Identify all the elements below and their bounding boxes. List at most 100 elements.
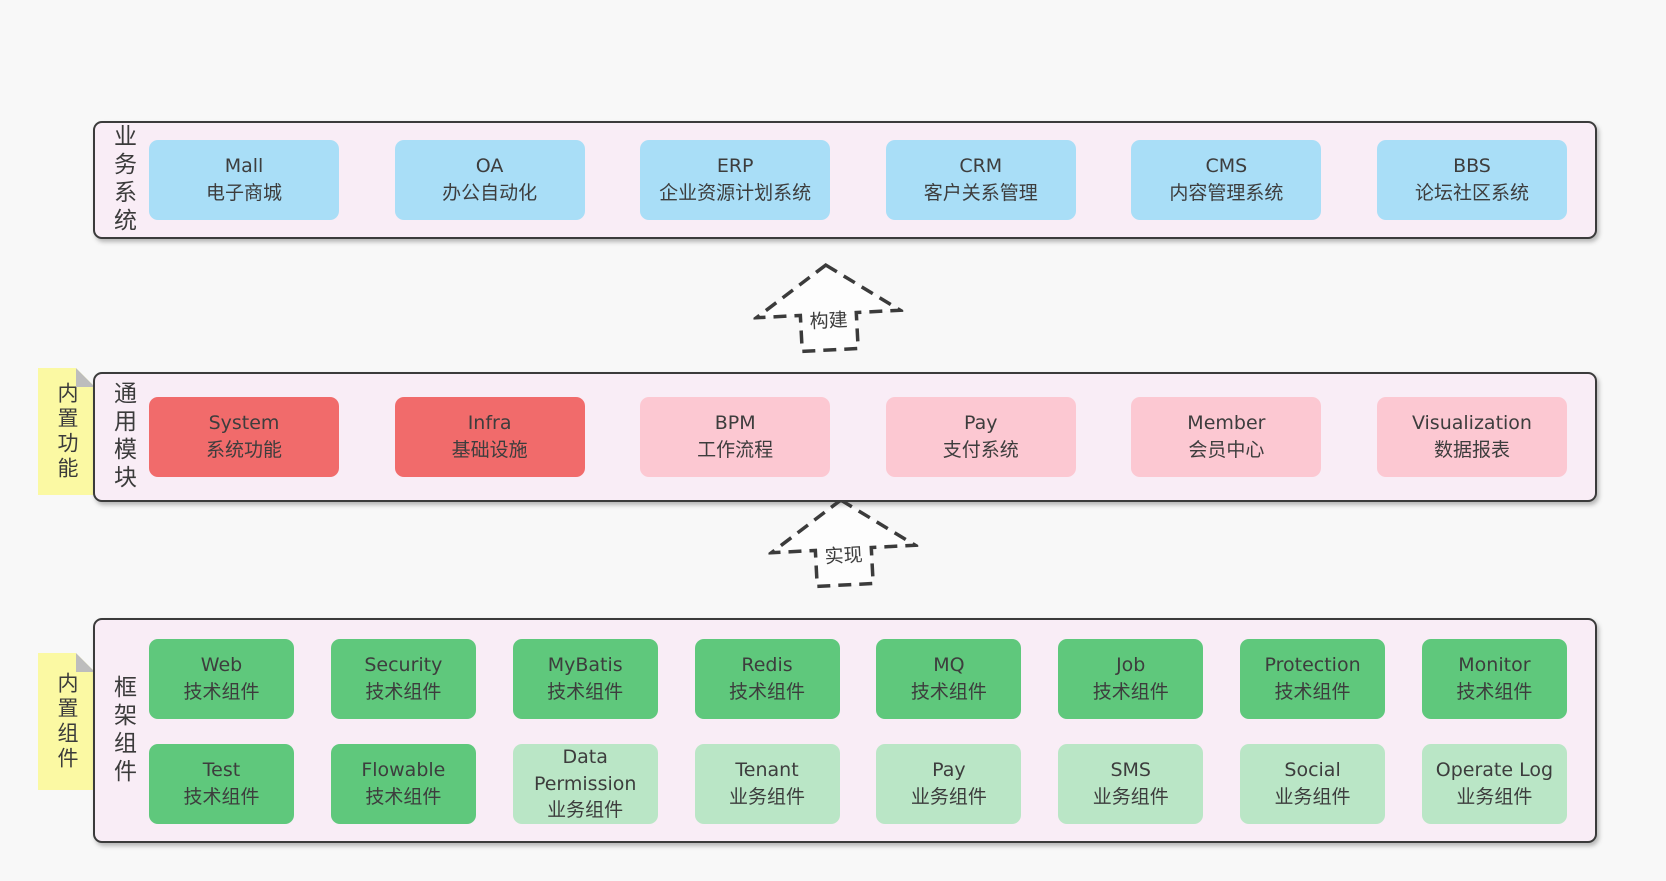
system-box-oa: OA 办公自动化: [394, 140, 585, 220]
box-subtitle: 论坛社区系统: [1414, 182, 1529, 204]
box-subtitle: 数据报表: [1433, 439, 1510, 461]
system-box-cms: CMS 内容管理系统: [1131, 140, 1322, 220]
component-box-test: Test 技术组件: [149, 744, 294, 824]
framework-components-rows: Web 技术组件 Security 技术组件 MyBatis 技术组件 Redi…: [149, 619, 1595, 842]
component-box-tenant: Tenant 业务组件: [694, 744, 840, 824]
box-title: Mall: [224, 155, 264, 178]
box-subtitle: 技术组件: [365, 681, 442, 703]
panel-label-text: 业务系统: [109, 124, 136, 236]
box-subtitle: 内容管理系统: [1169, 182, 1284, 204]
box-subtitle: 业务组件: [729, 786, 806, 808]
component-box-protection: Protection 技术组件: [1240, 639, 1386, 719]
box-title: Monitor: [1458, 654, 1531, 677]
box-subtitle: 工作流程: [697, 439, 774, 461]
component-box-redis: Redis 技术组件: [694, 639, 840, 719]
box-title: Social: [1284, 759, 1341, 782]
business-systems-label: 业务系统: [95, 124, 149, 236]
box-title: Test: [202, 759, 241, 782]
box-title: MyBatis: [547, 654, 623, 677]
box-subtitle: 客户关系管理: [923, 182, 1038, 204]
box-title: Flowable: [361, 759, 446, 782]
box-subtitle: 业务组件: [547, 799, 624, 822]
box-title: Infra: [467, 412, 512, 435]
box-subtitle: 业务组件: [1092, 786, 1169, 808]
box-title: Pay: [932, 759, 966, 782]
system-box-crm: CRM 客户关系管理: [885, 140, 1076, 220]
box-subtitle: 电子商城: [205, 182, 282, 204]
box-title: System: [208, 412, 280, 435]
component-box-social: Social 业务组件: [1240, 744, 1386, 824]
module-box-member: Member 会员中心: [1131, 397, 1322, 477]
box-subtitle: 支付系统: [942, 439, 1019, 461]
component-box-job: Job 技术组件: [1058, 639, 1204, 719]
component-box-web: Web 技术组件: [149, 639, 294, 719]
box-subtitle: 技术组件: [1092, 681, 1169, 703]
box-subtitle: 会员中心: [1188, 439, 1265, 461]
box-title: Protection: [1264, 654, 1361, 677]
box-title: BPM: [714, 412, 756, 435]
component-box-pay: Pay 业务组件: [876, 744, 1022, 824]
system-box-bbs: BBS 论坛社区系统: [1376, 140, 1567, 220]
box-subtitle: 企业资源计划系统: [659, 182, 812, 204]
box-title: ERP: [716, 155, 754, 178]
system-box-mall: Mall 电子商城: [149, 140, 339, 220]
box-title: Data Permission: [533, 745, 637, 795]
builtin-features-sticky: 内置功能: [38, 368, 95, 495]
box-title: Redis: [741, 654, 793, 677]
build-arrow: 构建: [750, 258, 906, 358]
box-title: Operate Log: [1435, 759, 1554, 782]
module-box-pay: Pay 支付系统: [885, 397, 1076, 477]
box-subtitle: 技术组件: [183, 786, 260, 808]
builtin-components-sticky: 内置组件: [38, 653, 95, 790]
box-title: Tenant: [735, 759, 799, 782]
component-box-flowable: Flowable 技术组件: [330, 744, 476, 824]
arrow-label: 构建: [806, 304, 851, 335]
sticky-label: 内置功能: [55, 381, 79, 482]
box-subtitle: 技术组件: [547, 681, 624, 703]
sticky-label: 内置组件: [55, 671, 79, 772]
common-modules-panel: 通用模块 System 系统功能 Infra 基础设施 BPM 工作流程 Pay…: [93, 372, 1597, 502]
box-title: OA: [475, 155, 504, 178]
box-subtitle: 业务组件: [1456, 786, 1533, 808]
box-title: MQ: [933, 654, 965, 677]
framework-components-label: 框架组件: [95, 675, 149, 787]
module-box-bpm: BPM 工作流程: [640, 397, 831, 477]
framework-components-panel: 框架组件 Web 技术组件 Security 技术组件 MyBatis 技术组件…: [93, 618, 1597, 843]
box-subtitle: 技术组件: [1274, 681, 1351, 703]
business-systems-boxes: Mall 电子商城 OA 办公自动化 ERP 企业资源计划系统 CRM 客户关系…: [149, 140, 1595, 220]
box-title: Web: [200, 654, 243, 677]
box-title: CRM: [959, 155, 1003, 178]
box-subtitle: 业务组件: [910, 786, 987, 808]
component-box-monitor: Monitor 技术组件: [1421, 639, 1567, 719]
biz-components-row: Test 技术组件 Flowable 技术组件 Data Permission …: [149, 744, 1567, 824]
common-modules-label: 通用模块: [95, 381, 149, 493]
box-subtitle: 业务组件: [1274, 786, 1351, 808]
arrow-label: 实现: [821, 539, 866, 570]
module-box-infra: Infra 基础设施: [394, 397, 585, 477]
business-systems-panel: 业务系统 Mall 电子商城 OA 办公自动化 ERP 企业资源计划系统 CRM…: [93, 121, 1597, 239]
tech-components-row: Web 技术组件 Security 技术组件 MyBatis 技术组件 Redi…: [149, 639, 1567, 719]
component-box-sms: SMS 业务组件: [1058, 744, 1204, 824]
component-box-data-permission: Data Permission 业务组件: [512, 744, 658, 824]
box-subtitle: 系统功能: [205, 439, 282, 461]
box-title: CMS: [1205, 155, 1248, 178]
box-subtitle: 技术组件: [910, 681, 987, 703]
box-title: Member: [1187, 412, 1266, 435]
box-title: Pay: [964, 412, 998, 435]
box-subtitle: 办公自动化: [442, 182, 538, 204]
box-title: BBS: [1453, 155, 1491, 178]
common-modules-boxes: System 系统功能 Infra 基础设施 BPM 工作流程 Pay 支付系统…: [149, 397, 1595, 477]
box-title: Job: [1116, 654, 1146, 677]
box-subtitle: 技术组件: [183, 681, 260, 703]
module-box-visualization: Visualization 数据报表: [1376, 397, 1567, 477]
component-box-mq: MQ 技术组件: [876, 639, 1022, 719]
system-box-erp: ERP 企业资源计划系统: [640, 140, 831, 220]
panel-label-text: 框架组件: [109, 674, 136, 787]
implement-arrow: 实现: [765, 493, 921, 593]
box-subtitle: 技术组件: [365, 786, 442, 808]
box-subtitle: 技术组件: [1456, 681, 1533, 703]
module-box-system: System 系统功能: [149, 397, 339, 477]
box-title: Security: [364, 654, 443, 677]
box-title: SMS: [1110, 759, 1151, 782]
panel-label-text: 通用模块: [109, 381, 136, 493]
